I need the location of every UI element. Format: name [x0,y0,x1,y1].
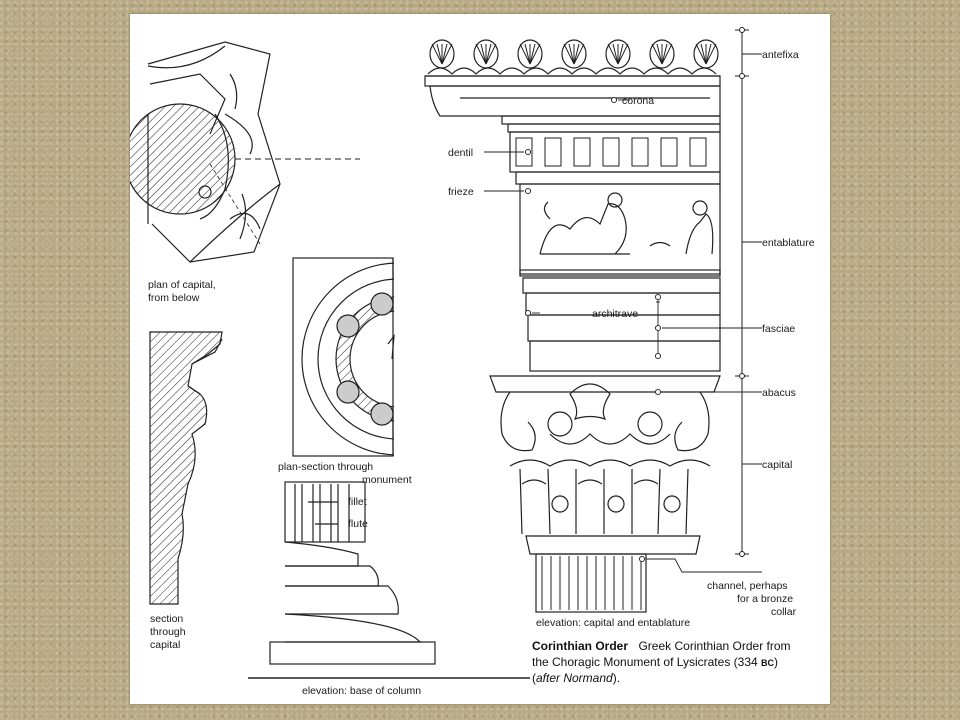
abacus-label: abacus [762,387,796,399]
caption-line-2-bc: BC [761,658,774,668]
section-label-1: section [150,613,183,625]
dentil-block [631,137,649,167]
corona-label: corona [622,95,654,107]
dentil-block [602,137,620,167]
column-base-drawing [248,481,530,679]
svg-text:(after Normand).: (after Normand). [532,671,620,685]
plan-section-label-1: plan-section through [278,461,373,473]
svg-text:Corinthian Order Greek C: Corinthian Order Greek Corinthian Order … [532,637,791,654]
antefix-palmette [429,39,455,69]
caption-line-2-pre: the Choragic Monument of Lysicrates (334 [532,655,761,669]
plan-section-label-2: monument [362,474,412,486]
elevation-base-label: elevation: base of column [302,685,421,697]
antefix-palmette [605,39,631,69]
antefix-palmette [693,39,719,69]
section-label-3: capital [150,639,180,651]
section-through-capital-drawing [149,331,223,605]
caption-line-3-pre: ( [532,671,536,685]
plan-section-drawing [292,257,594,458]
antefix-palmette [473,39,499,69]
caption-title: Corinthian Order [532,639,628,653]
channel-label-3: collar [771,606,797,618]
antefix-palmette [517,39,543,69]
capital-label: capital [762,459,792,471]
corinthian-order-drawing: plan of capital, from below section thro… [130,27,815,697]
plan-of-capital-label-1: plan of capital, [148,279,216,291]
leader-lines [484,53,762,573]
entablature-drawing [424,39,721,372]
antefixa-label: antefixa [762,49,799,61]
fasciae-label: fasciae [762,323,795,335]
caption-line-2-post: ) [774,655,778,669]
plan-of-capital-drawing [130,41,360,263]
figure-caption: Corinthian Order Greek Corinthian Order … [532,637,791,685]
antefix-palmette [561,39,587,69]
section-label-2: through [150,626,186,638]
entablature-label: entablature [762,237,815,249]
flute-label: flute [348,518,368,530]
svg-text:the Choragic Monument of Lysic: the Choragic Monument of Lysicrates (334… [532,655,778,669]
channel-label-2: for a bronze [737,593,793,605]
caption-line-3-post: ). [613,671,620,685]
dentil-block [573,137,591,167]
elevation-capital-label: elevation: capital and entablature [536,617,690,629]
fillet-label: fillet [348,496,367,508]
dentil-block [689,137,707,167]
channel-label-1: channel, perhaps [707,580,788,592]
antefix-palmette [649,39,675,69]
capital-drawing [489,375,721,613]
caption-line-1: Greek Corinthian Order from [638,639,790,653]
dentil-label: dentil [448,147,473,159]
diagram-sheet: plan of capital, from below section thro… [130,14,830,704]
architrave-label: architrave [592,308,638,320]
frieze-label: frieze [448,186,474,198]
plan-of-capital-label-2: from below [148,292,200,304]
dentil-block [660,137,678,167]
dimension-line [735,27,749,557]
dentil-block [544,137,562,167]
caption-line-3-italic: after Normand [536,671,613,685]
